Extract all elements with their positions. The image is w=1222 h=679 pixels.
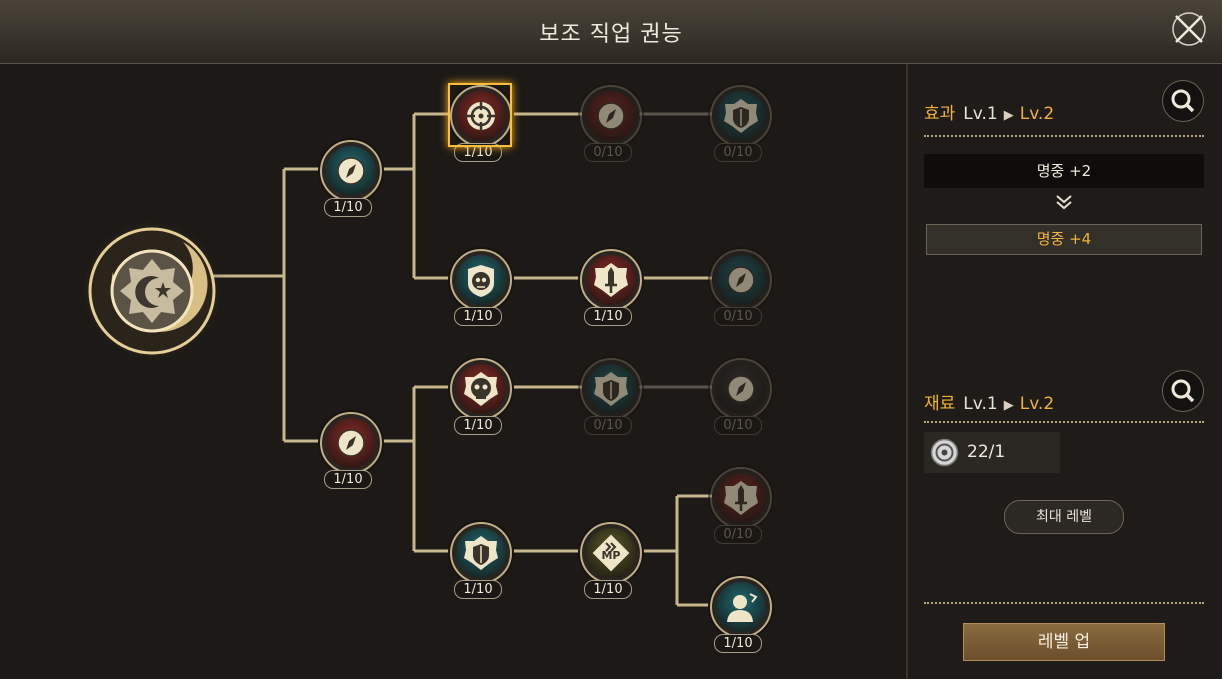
crystal-orb-icon [930,438,959,467]
skill-level-badge: 0/10 [714,525,762,544]
skill-node[interactable]: 1/10 [580,249,642,326]
skill-node-core [716,473,766,523]
sword-icon [594,263,628,297]
effect-current: 명중 +2 [924,154,1204,188]
skill-level-badge: 0/10 [584,143,632,162]
skill-node-core [456,364,506,414]
skill-node-core [586,91,636,141]
level-up-button[interactable]: 레벨 업 [963,623,1165,661]
compass-icon [597,102,625,130]
skill-node[interactable]: 0/10 [710,85,772,162]
skill-level-badge: 0/10 [714,416,762,435]
skill-node[interactable]: 0/10 [710,358,772,435]
skill-node-core [716,582,766,632]
material-level-to: Lv.2 [1019,394,1055,414]
chevron-right-icon: ▶ [1003,108,1014,123]
skill-node-core [456,91,506,141]
skill-node-core [456,255,506,305]
close-icon[interactable] [1170,10,1208,48]
bust-icon [727,593,758,622]
skill-level-badge: 0/10 [584,416,632,435]
material-header: 재료 Lv.1 ▶ Lv.2 [924,389,1054,414]
effect-next: 명중 +4 [926,224,1202,255]
skill-level-badge: 1/10 [714,634,762,653]
divider [924,602,1204,606]
skill-node[interactable]: 0/10 [710,249,772,326]
title-bar: 보조 직업 권능 [0,0,1222,64]
root-emblem[interactable] [73,212,231,370]
skill-level-badge: 0/10 [714,143,762,162]
skill-node[interactable]: 1/10 [320,412,382,489]
skill-level-badge: 1/10 [324,470,372,489]
skill-node-core: MP [586,528,636,578]
skull-icon [464,372,498,406]
search-icon[interactable] [1162,370,1204,412]
effect-level-from: Lv.1 [963,104,998,124]
skill-level-badge: 1/10 [454,307,502,326]
material-level-from: Lv.1 [963,394,998,414]
sword-icon [724,481,758,515]
skill-node-core [716,364,766,414]
chevron-right-icon: ▶ [1003,398,1014,413]
compass-icon [337,157,365,185]
skill-level-badge: 1/10 [454,580,502,599]
skill-node-core [456,528,506,578]
skill-node[interactable]: 1/10 [450,249,512,326]
effect-level-to: Lv.2 [1019,104,1055,124]
skill-level-badge: 1/10 [454,143,502,162]
window-title: 보조 직업 권능 [539,22,683,47]
compass-icon [727,266,755,294]
compass-icon [337,429,365,457]
skill-node-core [716,255,766,305]
svg-text:MP: MP [601,549,620,562]
compass-icon [727,375,755,403]
skill-node[interactable]: 1/10 [320,140,382,217]
skill-level-badge: 1/10 [584,580,632,599]
skill-node[interactable]: MP 1/10 [580,522,642,599]
search-icon[interactable] [1162,80,1204,122]
selected-node-highlight [448,83,512,147]
skill-node-core [586,255,636,305]
max-level-button[interactable]: 최대 레벨 [1004,500,1124,534]
detail-panel: 효과 Lv.1 ▶ Lv.2 명중 +2 명중 +4 재료 Lv.1 ▶ Lv.2 22/1… [906,64,1222,679]
tree-links [197,112,712,607]
skull-shield-icon [468,265,494,297]
material-label: 재료 [924,394,956,414]
skill-level-badge: 1/10 [454,416,502,435]
skill-node-core [716,91,766,141]
skill-tree: 1/10 1/10 1/10 0/10 0/10 1/10 1/10 0/10 1/10 0/10… [0,64,905,679]
shield-icon [724,99,758,133]
skill-node-core [326,418,376,468]
skill-level-badge: 1/10 [324,198,372,217]
skill-node[interactable]: 1/10 [710,576,772,653]
double-chevron-down-icon [1056,195,1072,210]
skill-node[interactable]: 0/10 [710,467,772,544]
divider [924,421,1204,425]
material-count: 22/1 [967,442,1006,462]
skill-level-badge: 0/10 [714,307,762,326]
skill-node[interactable]: 1/10 [450,358,512,435]
skill-node[interactable]: 0/10 [580,85,642,162]
crosshair-icon [465,100,497,132]
material-slot[interactable]: 22/1 [924,432,1060,473]
mp-icon: MP [592,534,630,572]
shield-icon [594,372,628,406]
shield-icon [464,536,498,570]
skill-node[interactable]: 1/10 [450,522,512,599]
skill-node-core [326,146,376,196]
divider [924,135,1204,139]
effect-label: 효과 [924,104,956,124]
skill-node[interactable]: 0/10 [580,358,642,435]
skill-level-badge: 1/10 [584,307,632,326]
skill-node-core [586,364,636,414]
effect-header: 효과 Lv.1 ▶ Lv.2 [924,99,1054,124]
